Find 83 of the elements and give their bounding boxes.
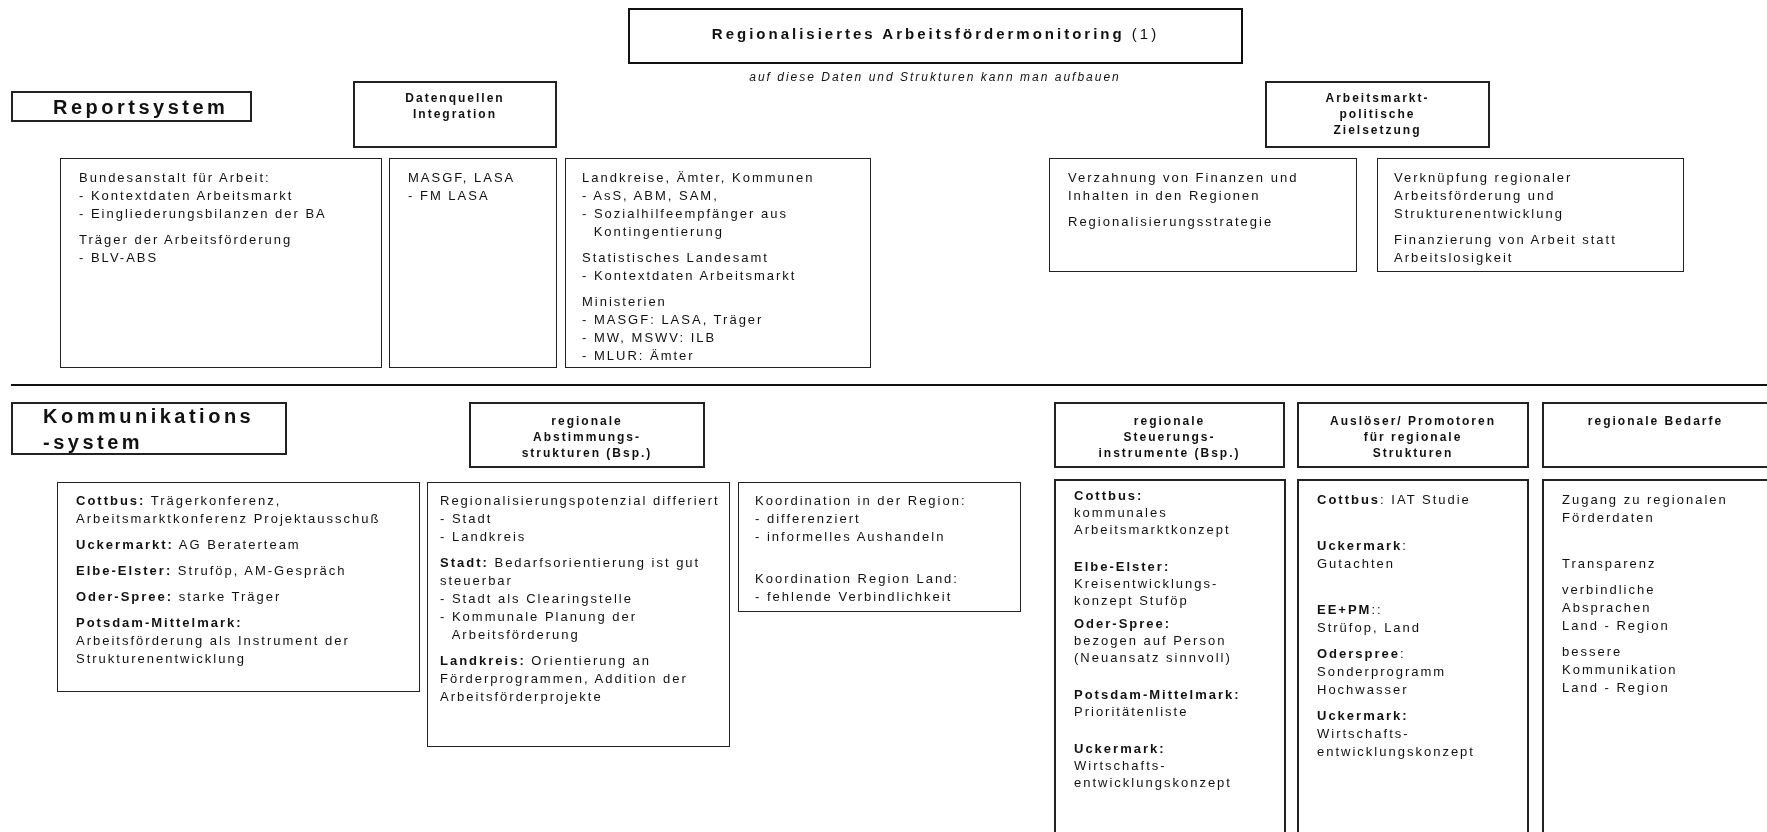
- text-paragraph: Verknüpfung regionaler Arbeitsförderung und Strukturenentwicklung: [1394, 169, 1574, 223]
- column-heading: regionale Steuerungs- instrumente (Bsp.): [1097, 413, 1242, 461]
- text-paragraph: Uckermarkt: AG Beraterteam: [76, 536, 302, 554]
- header-box: [1297, 402, 1529, 468]
- text-paragraph: - Sozialhilfeempfänger aus Kontingentierung: [582, 205, 789, 241]
- content-box: [57, 482, 420, 692]
- header-box: [1054, 402, 1285, 468]
- text-paragraph: - AsS, ABM, SAM,: [582, 187, 720, 205]
- section-title-box: [11, 91, 252, 122]
- text-paragraph: Strüfop, Land: [1317, 619, 1423, 637]
- text-paragraph: Cottbus: kommunales Arbeitsmarktkonzept: [1074, 487, 1232, 538]
- text-paragraph: verbindliche Absprachen Land - Region: [1562, 581, 1671, 635]
- text-paragraph: EE+PM::: [1317, 601, 1384, 619]
- text-paragraph: Uckermark: Wirtschafts- entwicklungskonzept: [1317, 707, 1476, 761]
- text-paragraph: - Kontextdaten Arbeitsmarkt: [582, 267, 798, 285]
- text-paragraph: - Stadt als Clearingstelle: [440, 590, 634, 608]
- text-paragraph: - FM LASA: [408, 187, 491, 205]
- text-paragraph: Uckermark:: [1317, 537, 1409, 555]
- content-box: [565, 158, 871, 368]
- subtitle-note: auf diese Daten und Strukturen kann man aufbauen: [748, 70, 1122, 84]
- text-paragraph: - Kontextdaten Arbeitsmarkt: [79, 187, 295, 205]
- text-paragraph: Oder-Spree: bezogen auf Person (Neuansatz sinnvoll): [1074, 615, 1233, 666]
- text-paragraph: Bundesanstalt für Arbeit:: [79, 169, 272, 187]
- column-heading: regionale Bedarfe: [1586, 413, 1725, 429]
- text-paragraph: - Landkreis: [440, 528, 528, 546]
- text-paragraph: Koordination Region Land:: [755, 570, 960, 588]
- content-box: [427, 482, 730, 747]
- content-box: [389, 158, 557, 368]
- text-paragraph: - Kommunale Planung der Arbeitsförderung: [440, 608, 639, 644]
- text-paragraph: Elbe-Elster: Kreisentwicklungs- konzept Stuföp: [1074, 558, 1220, 609]
- text-paragraph: Sonderprogramm Hochwasser: [1317, 663, 1448, 699]
- content-box: [1049, 158, 1357, 272]
- content-box: [1377, 158, 1684, 272]
- text-paragraph: Koordination in der Region:: [755, 492, 968, 510]
- column-heading: Auslöser/ Promotoren für regionale Strukturen: [1329, 413, 1497, 461]
- header-box: [1542, 402, 1767, 468]
- content-box: [1054, 479, 1286, 832]
- text-paragraph: - informelles Aushandeln: [755, 528, 947, 546]
- text-paragraph: Finanzierung von Arbeit statt Arbeitslosigkeit: [1394, 231, 1618, 267]
- header-box: [1265, 81, 1490, 148]
- text-paragraph: Statistisches Landesamt: [582, 249, 770, 267]
- text-paragraph: MASGF, LASA: [408, 169, 517, 187]
- text-paragraph: Landkreis: Orientierung an Förderprogrammen, Addition der Arbeitsförderprojekte: [440, 652, 689, 706]
- column-heading: regionale Abstimmungs- strukturen (Bsp.): [520, 413, 654, 461]
- text-paragraph: - differenziert: [755, 510, 862, 528]
- text-paragraph: Zugang zu regionalen Förderdaten: [1562, 491, 1729, 527]
- column-heading: Datenquellen Integration: [404, 90, 506, 122]
- text-paragraph: Regionalisierungspotenzial differiert: [440, 492, 721, 510]
- text-paragraph: Uckermark: Wirtschafts- entwicklungskonzept: [1074, 740, 1233, 791]
- diagram-title: Regionalisiertes Arbeitsfördermonitoring (1): [628, 8, 1243, 64]
- section-title: Reportsystem: [53, 94, 230, 120]
- text-paragraph: Oderspree:: [1317, 645, 1407, 663]
- header-box: [469, 402, 705, 468]
- text-paragraph: Oder-Spree: starke Träger: [76, 588, 283, 606]
- text-paragraph: - BLV-ABS: [79, 249, 160, 267]
- text-paragraph: - Eingliederungsbilanzen der BA: [79, 205, 328, 223]
- text-paragraph: Elbe-Elster: Struföp, AM-Gespräch: [76, 562, 348, 580]
- content-box: [1542, 479, 1767, 832]
- text-paragraph: Regionalisierungsstrategie: [1068, 213, 1275, 231]
- text-paragraph: - MASGF: LASA, Träger: [582, 311, 765, 329]
- text-paragraph: Potsdam-Mittelmark: Arbeitsförderung als Instrument der Strukturenentwicklung: [76, 614, 351, 668]
- text-paragraph: - MLUR: Ämter: [582, 347, 696, 365]
- section-title-box: [11, 402, 287, 455]
- text-paragraph: Cottbus: IAT Studie: [1317, 491, 1472, 509]
- text-paragraph: Ministerien: [582, 293, 668, 311]
- text-paragraph: Cottbus: Trägerkonferenz, Arbeitsmarktkonferenz Projektausschuß: [76, 492, 382, 528]
- text-paragraph: - fehlende Verbindlichkeit: [755, 588, 954, 606]
- text-paragraph: - Stadt: [440, 510, 494, 528]
- text-paragraph: bessere Kommunikation Land - Region: [1562, 643, 1679, 697]
- section-title: Kommunikations -system: [43, 404, 255, 455]
- text-paragraph: Gutachten: [1317, 555, 1396, 573]
- header-box: [353, 81, 557, 148]
- column-heading: Arbeitsmarkt- politische Zielsetzung: [1324, 90, 1431, 138]
- text-paragraph: Potsdam-Mittelmark: Prioritätenliste: [1074, 686, 1242, 720]
- content-box: [738, 482, 1021, 612]
- text-paragraph: Landkreise, Ämter, Kommunen: [582, 169, 816, 187]
- text-paragraph: Verzahnung von Finanzen und Inhalten in den Regionen: [1068, 169, 1300, 205]
- content-box: [1297, 479, 1529, 832]
- text-paragraph: - MW, MSWV: ILB: [582, 329, 718, 347]
- content-box: [60, 158, 382, 368]
- text-paragraph: Transparenz: [1562, 555, 1658, 573]
- text-paragraph: Stadt: Bedarfsorientierung ist gut steuerbar: [440, 554, 702, 590]
- text-paragraph: Träger der Arbeitsförderung: [79, 231, 294, 249]
